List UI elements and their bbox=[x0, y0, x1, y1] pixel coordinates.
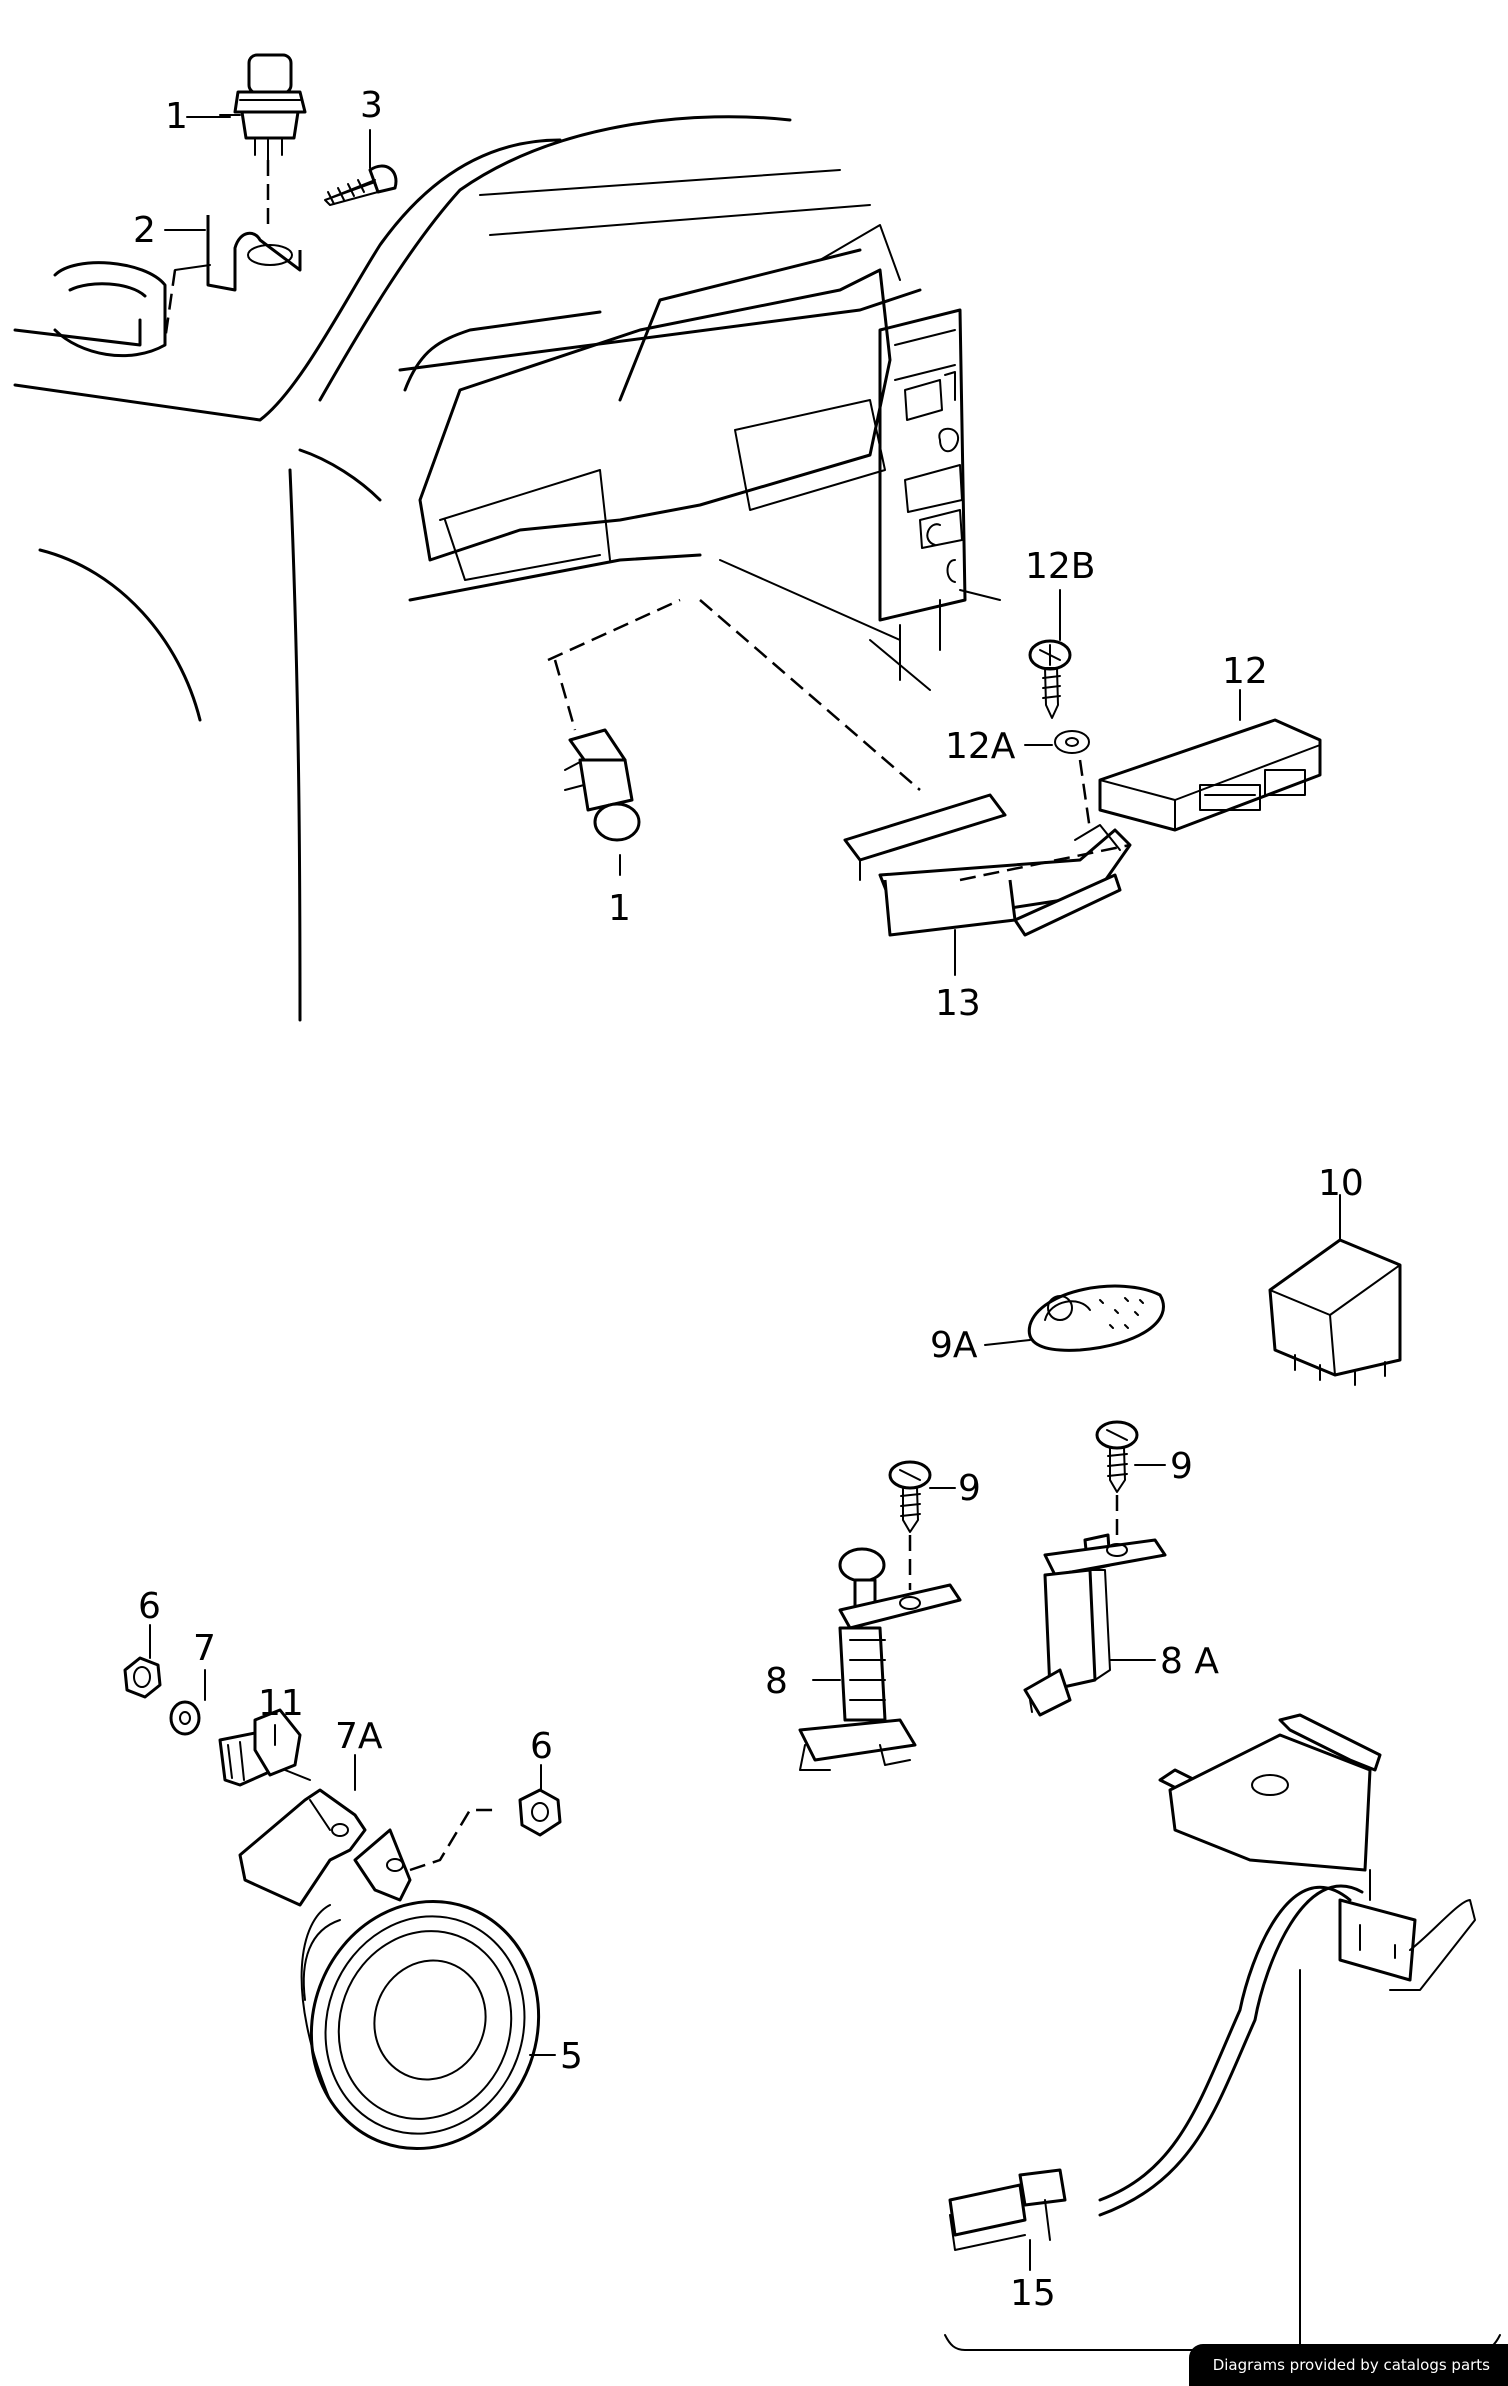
horn-nut-left bbox=[123, 1656, 162, 1699]
callout-3: 3 bbox=[360, 85, 383, 126]
callout-5: 5 bbox=[560, 2036, 583, 2077]
callout-2: 2 bbox=[133, 210, 156, 251]
mounting-bracket bbox=[163, 215, 302, 341]
relay bbox=[1268, 1238, 1402, 1386]
callout-12B: 12B bbox=[1025, 546, 1096, 587]
callout-12: 12 bbox=[1222, 651, 1268, 692]
contact-switch bbox=[798, 1547, 962, 1771]
callout-15: 15 bbox=[1010, 2273, 1056, 2314]
callout-8: 8 bbox=[765, 1661, 788, 1702]
diagram-credit: Diagrams provided by catalogs parts bbox=[1188, 2344, 1508, 2386]
control-unit bbox=[1098, 718, 1322, 832]
callout-1-top: 1 bbox=[165, 96, 188, 137]
callout-labels: 1 2 3 1 12B 12 12A 13 10 9A 9 9 8 8 A 6 … bbox=[133, 85, 1364, 2314]
callout-7A: 7A bbox=[335, 1716, 383, 1757]
push-switch-top bbox=[219, 53, 307, 225]
sensor-assembly bbox=[944, 1713, 1501, 2366]
tapping-screw bbox=[324, 164, 398, 206]
push-switch-mid bbox=[547, 598, 681, 842]
horn-bolt bbox=[218, 1708, 311, 1787]
callout-9A: 9A bbox=[930, 1325, 978, 1366]
leader-lines bbox=[149, 116, 1341, 2271]
dashboard-illustration bbox=[13, 115, 1001, 1022]
washer-12A bbox=[1054, 730, 1092, 831]
carrier-bracket bbox=[699, 599, 1132, 937]
horn-washer bbox=[169, 1700, 201, 1736]
grommet bbox=[1027, 1284, 1165, 1352]
callout-13: 13 bbox=[935, 983, 981, 1024]
callout-6-left: 6 bbox=[138, 1586, 161, 1627]
screw-12B bbox=[1028, 639, 1072, 719]
screw-9-left bbox=[888, 1460, 932, 1590]
callout-8A: 8 A bbox=[1160, 1641, 1219, 1682]
callout-12A: 12A bbox=[945, 726, 1016, 767]
callout-7: 7 bbox=[193, 1628, 216, 1669]
callout-9-right: 9 bbox=[1170, 1446, 1193, 1487]
horn-bracket-7A bbox=[238, 1788, 500, 1907]
callout-6-right: 6 bbox=[530, 1726, 553, 1767]
horn-nut-right bbox=[518, 1788, 562, 1837]
callout-10: 10 bbox=[1318, 1163, 1364, 1204]
callout-11: 11 bbox=[258, 1683, 304, 1724]
screw-9-right bbox=[1095, 1420, 1139, 1535]
callout-1-mid: 1 bbox=[608, 888, 631, 929]
horn bbox=[300, 1899, 541, 2151]
callout-9-left: 9 bbox=[958, 1468, 981, 1509]
contact-switch-8A bbox=[1023, 1533, 1167, 1717]
